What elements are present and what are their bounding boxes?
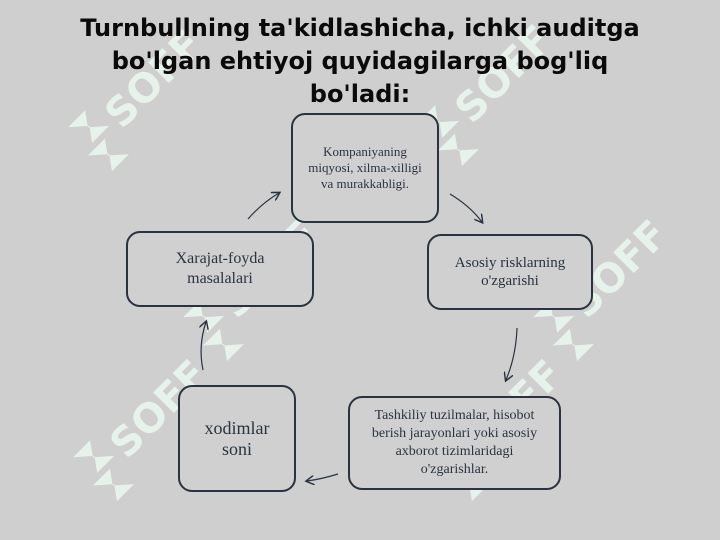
node-text-line: xodimlar: [204, 417, 270, 438]
title-line-1: Turnbullning ta'kidlashicha, ichki audit…: [80, 14, 640, 42]
node-text-line: va murakkabligi.: [320, 176, 410, 191]
arrow-n4-to-n5: [201, 322, 206, 371]
title-line-2: bo'lgan ehtiyoj quyidagilarga bog'liq: [111, 47, 609, 75]
node-text-line: axborot tizimlaridagi: [395, 444, 514, 459]
node-text-line: Asosiy risklarning: [454, 255, 566, 271]
title-line-3: bo'ladi:: [309, 80, 411, 108]
node-text-line: masalalari: [187, 270, 253, 287]
arrow-n1-to-n2: [449, 193, 482, 222]
node-text-line: soni: [221, 438, 252, 459]
node-cost-benefit: Xarajat-foyda masalalari: [126, 231, 314, 307]
node-text-line: Xarajat-foyda: [175, 250, 265, 267]
node-staff-count: xodimlar soni: [178, 385, 296, 492]
node-text-line: o'zgarishi: [481, 273, 539, 289]
slide-title: Turnbullning ta'kidlashicha, ichki audit…: [20, 12, 700, 111]
node-company-scale: Kompaniyaning miqyosi, xilma-xilligi va …: [291, 113, 439, 223]
node-text-line: miqyosi, xilma-xilligi: [308, 160, 422, 175]
node-text-line: o'zgarishlar.: [420, 462, 489, 477]
node-key-risk-changes: Asosiy risklarning o'zgarishi: [427, 234, 593, 310]
arrow-n3-to-n4: [307, 473, 339, 481]
arrow-n2-to-n3: [506, 327, 518, 380]
node-organizational-changes: Tashkiliy tuzilmalar, hisobot berish jar…: [348, 396, 561, 490]
node-text-line: Kompaniyaning: [323, 144, 407, 159]
node-text-line: Tashkiliy tuzilmalar, hisobot: [374, 408, 535, 423]
node-text-line: berish jarayonlari yoki asosiy: [371, 426, 538, 441]
arrow-n5-to-n1: [247, 193, 279, 220]
